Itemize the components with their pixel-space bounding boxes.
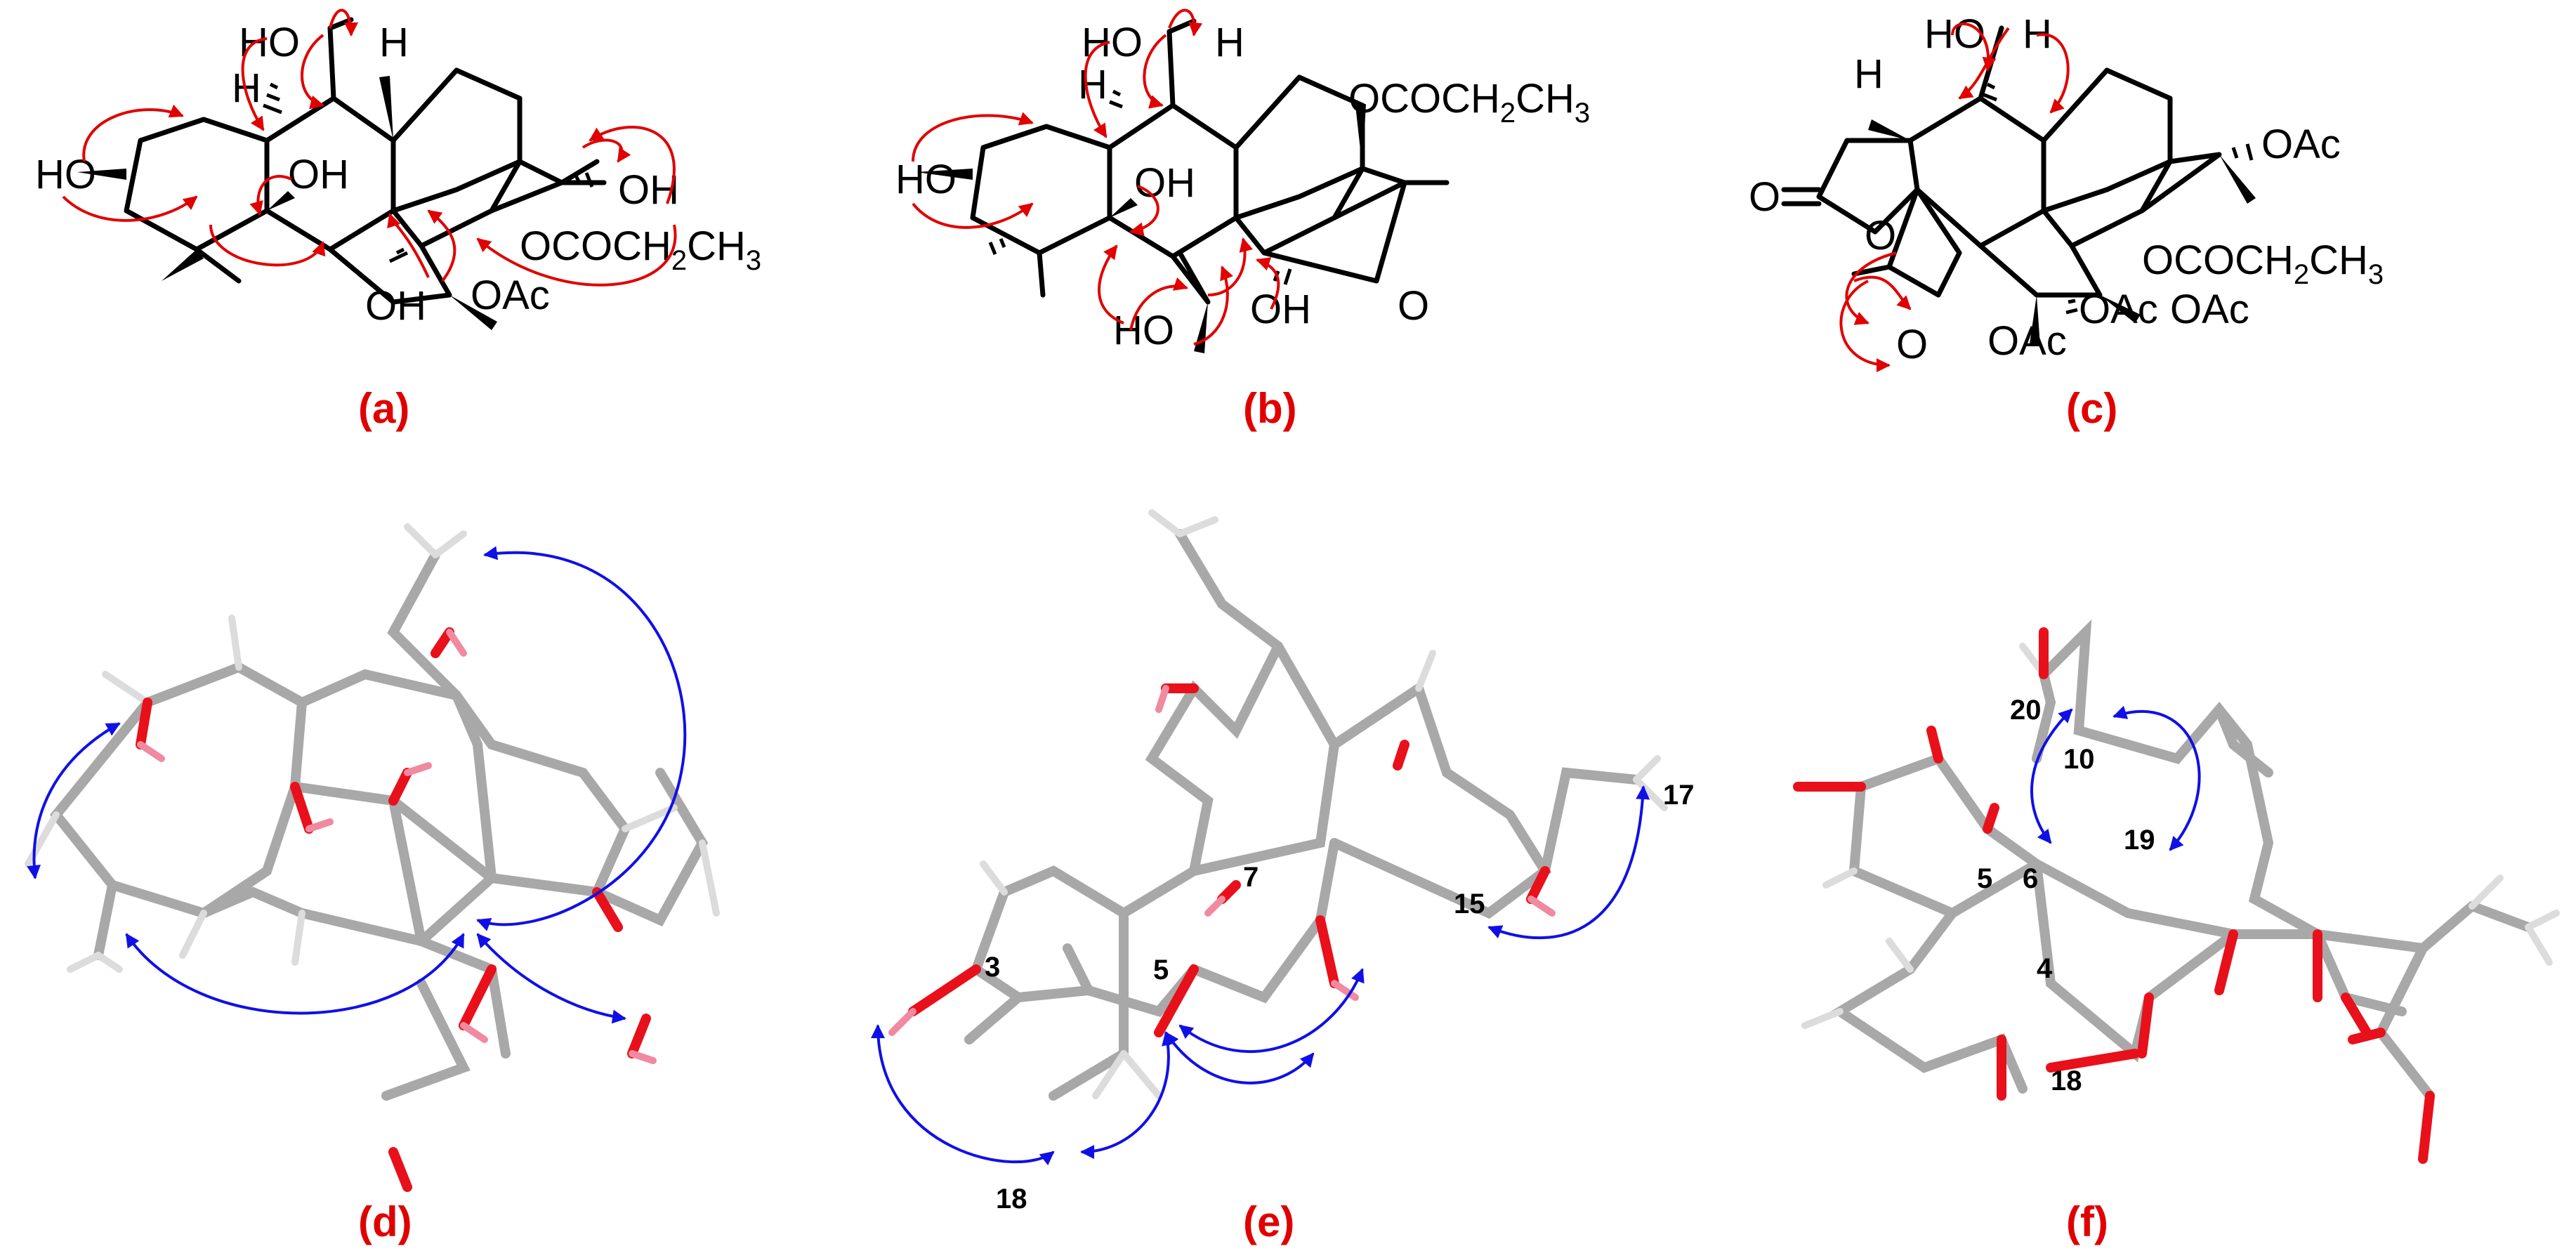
atom-label: OAc <box>1987 318 2067 364</box>
wedge-bond <box>1194 302 1208 353</box>
wedge-bond <box>162 249 204 281</box>
panel-label: (c) <box>2066 385 2117 432</box>
atom-label: H <box>1854 51 1884 97</box>
panel-label: (d) <box>358 1198 412 1245</box>
structure-c: HO H H OAc O O OCOCH2CH3 OAc OAc OAc O (… <box>1749 11 2384 432</box>
hmbc-arrows-a <box>62 8 677 287</box>
atom-number: 17 <box>1663 780 1695 811</box>
carbon-skeleton <box>1830 619 2533 1101</box>
wedge-bond <box>2030 295 2040 346</box>
roesy-arrows-f <box>2030 705 2201 851</box>
wedge-bond <box>1110 198 1138 218</box>
wedge-bond <box>2219 155 2256 204</box>
atom-label: HO <box>1924 11 1985 57</box>
wedge-bond <box>2100 295 2141 323</box>
atom-label: OAc <box>2079 287 2158 332</box>
model-e: 3 5 7 15 17 18 (e) <box>871 509 1695 1245</box>
panel-label: (b) <box>1243 385 1297 432</box>
bonds-c <box>1781 25 2222 298</box>
atom-label: OH <box>1134 160 1195 206</box>
atom-label: HO <box>35 152 96 197</box>
atom-label: HO <box>1113 308 1174 353</box>
atom-label: OH <box>1250 287 1311 332</box>
hydrogen-sticks <box>1801 643 2560 1029</box>
atom-label: OH <box>618 167 679 213</box>
atom-label: O <box>1398 283 1429 329</box>
atom-label: OCOCH2CH3 <box>1348 76 1590 129</box>
panel-label: (f) <box>2066 1198 2108 1245</box>
atom-label: H <box>1078 62 1108 107</box>
atom-label: OCOCH2CH3 <box>520 223 761 276</box>
hmbc-arrows-c <box>1839 22 2070 372</box>
model-f: 20 10 19 5 6 4 18 (f) <box>1793 619 2560 1245</box>
atom-label: OH <box>288 152 349 197</box>
bonds-b <box>970 18 1450 305</box>
wedge-bond <box>1355 104 1366 169</box>
atom-number: 7 <box>1243 862 1259 893</box>
atom-number: 5 <box>1977 863 1992 894</box>
atom-number: 3 <box>985 952 1000 983</box>
roesy-arrows-d <box>27 546 687 1024</box>
atom-label: OCOCH2CH3 <box>2142 237 2384 290</box>
structure-a: HO H H HO OH OH OH OCOCH2CH3 OAc (a) <box>35 8 761 432</box>
wedge-bond <box>449 295 497 330</box>
oxygen-sticks <box>136 627 657 1192</box>
structure-b: HO H H OCOCH2CH3 HO OH OH HO O (b) <box>895 8 1590 432</box>
carbon-skeleton <box>964 529 1641 1101</box>
atom-number: 18 <box>996 1184 1027 1214</box>
panel-label: (a) <box>358 385 409 432</box>
atom-label: OAc <box>2261 122 2341 167</box>
atom-number: 5 <box>1153 955 1169 985</box>
atom-label: O <box>1749 174 1780 220</box>
atom-number: 19 <box>2124 825 2155 856</box>
atom-number: 15 <box>1454 889 1485 919</box>
atom-label: O <box>1865 213 1896 258</box>
atom-number: 20 <box>2010 695 2042 726</box>
atom-label: HO <box>239 20 300 65</box>
oxygen-sticks <box>1793 627 2435 1164</box>
atom-label: OH <box>365 283 426 329</box>
atom-label: OAc <box>2170 287 2249 332</box>
wedge-bond <box>379 76 393 140</box>
atom-number: 6 <box>2023 863 2038 894</box>
hashed-bond <box>263 82 594 263</box>
wedge-bond <box>1868 119 1910 140</box>
wedge-bond <box>267 191 295 211</box>
wedge-bond <box>77 169 126 180</box>
atom-label: H <box>1215 20 1244 65</box>
atom-number: 18 <box>2051 1066 2082 1096</box>
panel-label: (e) <box>1243 1198 1294 1245</box>
atom-label: H <box>379 20 409 65</box>
atom-label: HO <box>1082 20 1143 65</box>
model-d: (d) <box>25 523 720 1245</box>
atom-label: O <box>1896 322 1928 367</box>
atom-number: 4 <box>2037 953 2053 984</box>
hmbc-arrows-b <box>912 8 1280 346</box>
roesy-arrows-e <box>871 785 1650 1166</box>
atom-label: HO <box>895 157 957 202</box>
wedge-bond <box>916 169 973 180</box>
hashed-bond <box>1983 82 2254 315</box>
atom-number: 10 <box>2063 744 2095 775</box>
atom-label: OAc <box>471 273 550 318</box>
